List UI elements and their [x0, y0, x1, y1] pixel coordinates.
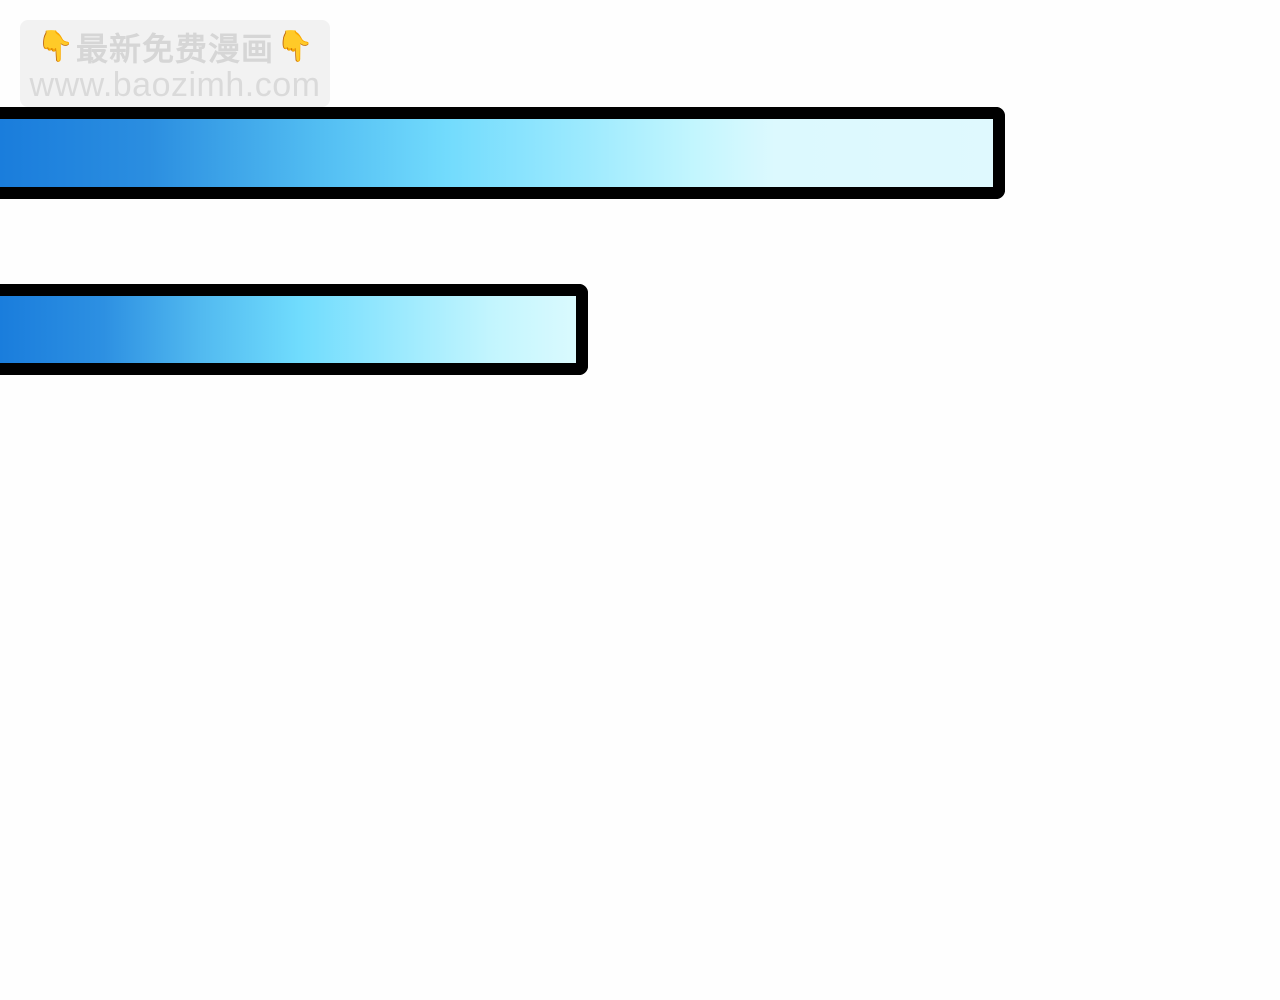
watermark-banner: 👇 最新免费漫画 👇 www.baozimh.com	[20, 20, 330, 107]
pointing-down-icon: 👇	[36, 29, 74, 64]
pointing-down-icon: 👇	[276, 29, 314, 64]
watermark-url: www.baozimh.com	[29, 66, 321, 104]
gradient-bar-short	[0, 284, 588, 375]
watermark-title: 最新免费漫画	[75, 30, 274, 68]
watermark-title-row: 👇 最新免费漫画 👇	[20, 20, 330, 70]
gradient-bar-long	[0, 107, 1005, 199]
